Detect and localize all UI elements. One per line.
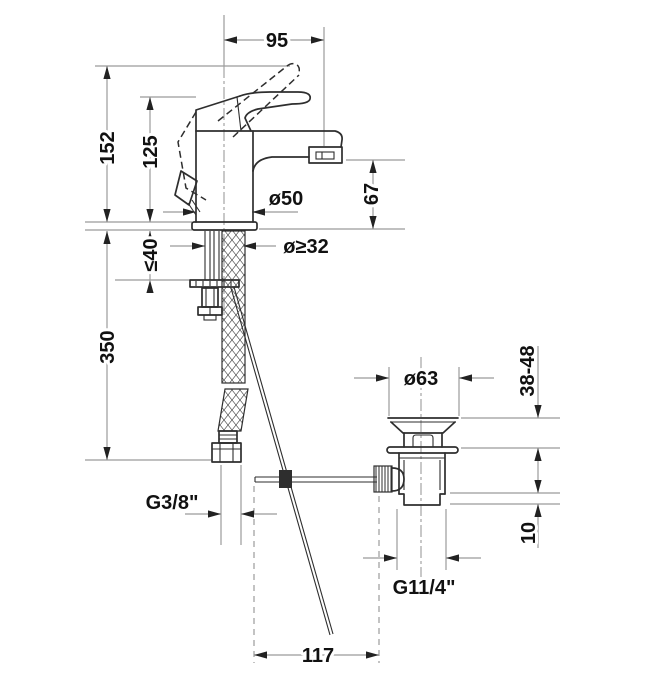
popup-rod-knob <box>174 170 201 216</box>
dimension-labels: 95 152 125 ≤40 350 67 ø50 ø≥32 ø63 38-48… <box>94 27 543 670</box>
handle-raised-dashed <box>177 62 301 201</box>
supply-tails <box>204 231 220 280</box>
dim-flange-diameter-label: ø63 <box>404 368 438 390</box>
faucet-outline <box>174 62 343 231</box>
dim-hose-length-label: 350 <box>97 330 119 363</box>
extension-lines <box>85 15 560 663</box>
dimension-arrows <box>103 36 542 659</box>
mounting-hardware <box>189 279 240 321</box>
pull-rod <box>230 286 334 636</box>
rod-connector-knurl <box>373 465 405 493</box>
dim-reveal-label: 10 <box>518 522 540 544</box>
dim-base-diameter-label: ø50 <box>269 188 303 210</box>
dim-spout-reach-label: 95 <box>266 30 288 52</box>
drain-assembly <box>373 417 459 506</box>
supply-thread-label: G3/8" <box>146 492 199 514</box>
under-deck-assembly <box>189 230 377 636</box>
aerator <box>308 146 343 164</box>
drain-flange <box>387 417 459 434</box>
drain-washer <box>386 446 459 454</box>
dim-body-height-label: 125 <box>140 135 162 168</box>
dim-mounting-hole-label: ø≥32 <box>283 236 328 258</box>
horizontal-rod <box>254 476 377 483</box>
drain-body <box>398 452 446 506</box>
dim-deck-thickness-label: ≤40 <box>140 238 162 271</box>
hose-fitting-g38 <box>211 430 242 463</box>
drain-plug-stem <box>403 432 443 448</box>
rod-clamp <box>279 470 292 488</box>
dim-total-height-label: 152 <box>97 131 119 164</box>
waste-thread-label: G11/4" <box>393 577 456 599</box>
dim-basin-thickness-label: 38-48 <box>517 345 539 396</box>
handle-lever <box>195 91 312 132</box>
dim-rod-reach-label: 117 <box>302 645 334 667</box>
dimension-lines <box>106 39 539 656</box>
dim-outlet-height-label: 67 <box>361 183 383 205</box>
base-plate <box>191 221 258 231</box>
